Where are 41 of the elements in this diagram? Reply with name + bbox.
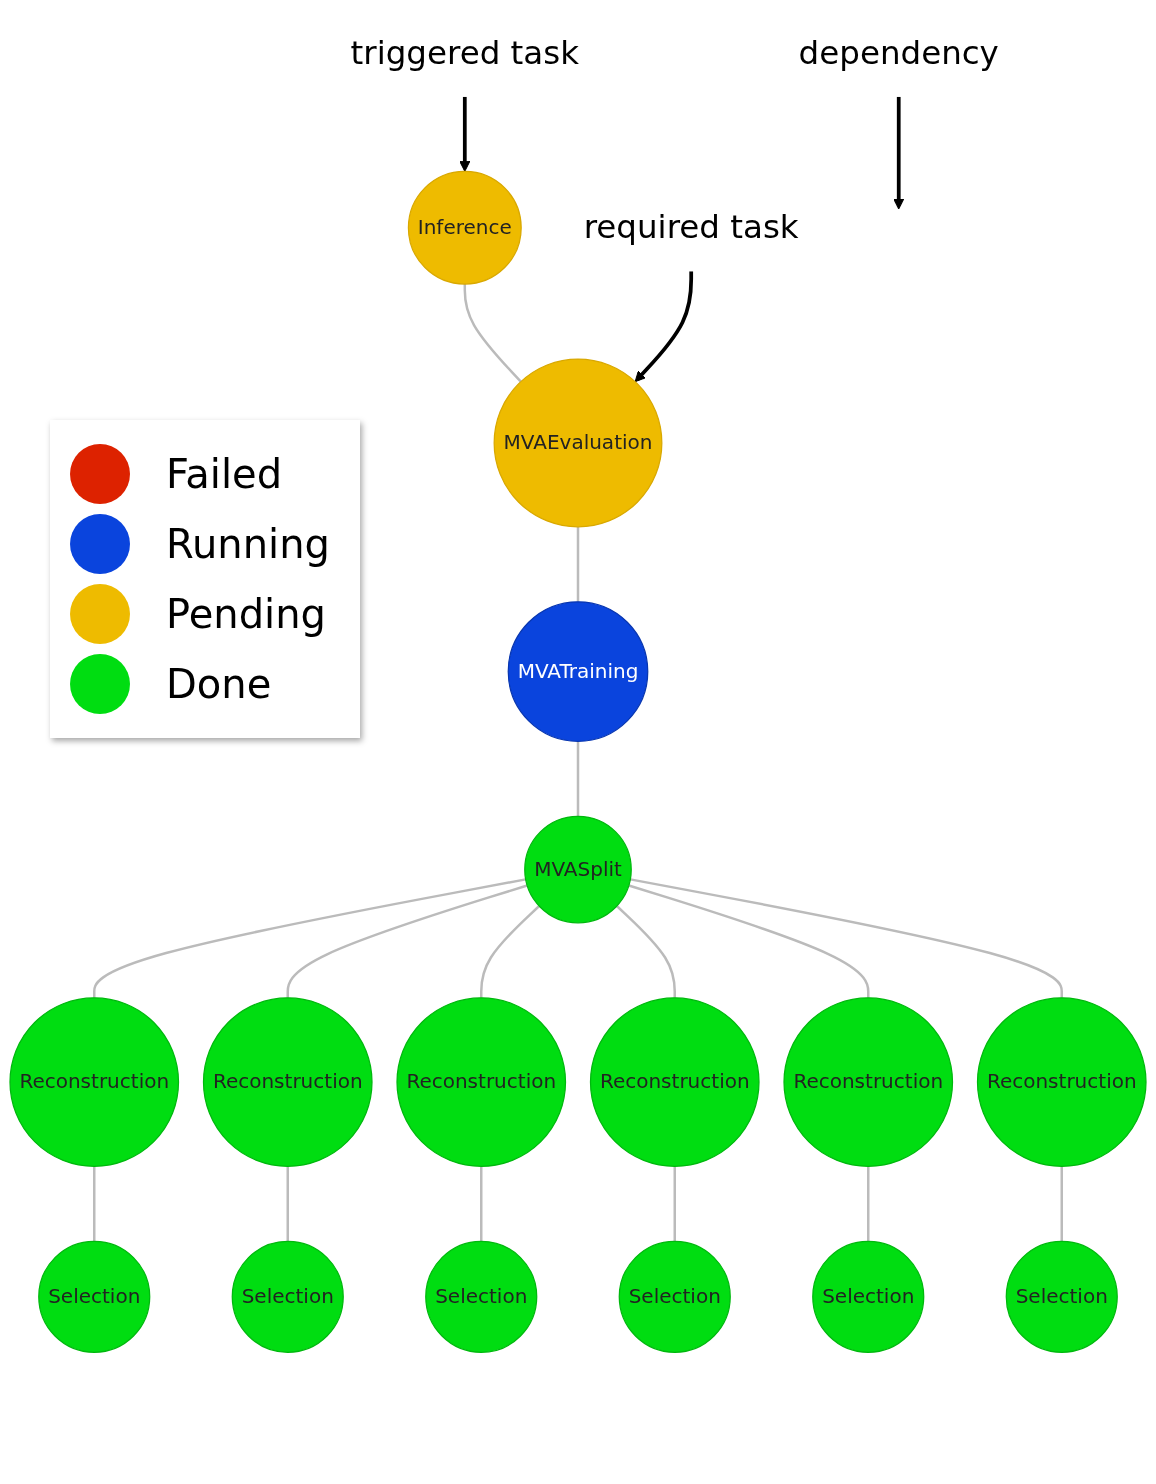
arrow xyxy=(634,270,694,383)
connector xyxy=(286,1166,289,1242)
connector xyxy=(480,905,541,998)
node-circle: Selection xyxy=(812,1240,925,1353)
arrow xyxy=(893,96,905,210)
connector xyxy=(93,1166,96,1242)
connector xyxy=(867,1166,870,1242)
node-circle: Selection xyxy=(618,1240,731,1353)
connector xyxy=(576,741,580,817)
connector xyxy=(93,878,526,998)
connector xyxy=(630,878,1063,998)
node-circle: Inference xyxy=(407,170,522,285)
node-text: dependency xyxy=(798,33,999,72)
node-circle: Reconstruction xyxy=(9,997,180,1167)
connector xyxy=(480,1166,483,1242)
node-circle: Reconstruction xyxy=(396,997,567,1167)
legend-label: Pending xyxy=(166,591,326,637)
node-circle: Reconstruction xyxy=(589,997,760,1167)
connector xyxy=(286,884,528,998)
connector xyxy=(1060,1166,1063,1242)
legend-label: Failed xyxy=(166,451,283,497)
node-circle: MVASplit xyxy=(524,815,632,924)
node-circle: Selection xyxy=(231,1240,344,1353)
node-circle: Reconstruction xyxy=(783,997,954,1167)
node-circle: Selection xyxy=(1005,1240,1118,1353)
connector xyxy=(628,884,870,998)
legend-label: Done xyxy=(166,661,272,707)
legend-label: Running xyxy=(166,521,330,567)
arrow xyxy=(459,96,471,172)
connector xyxy=(463,284,522,383)
node-circle: Selection xyxy=(425,1240,538,1353)
node-circle: Selection xyxy=(38,1240,151,1353)
connector xyxy=(673,1166,676,1242)
node-text: triggered task xyxy=(350,33,580,72)
node-circle: MVATraining xyxy=(507,601,649,742)
node-circle: Reconstruction xyxy=(202,997,373,1167)
node-text: required task xyxy=(583,208,799,246)
connector xyxy=(576,526,580,602)
node-circle: MVAEvaluation xyxy=(493,358,663,528)
connector xyxy=(615,905,676,998)
node-circle: Reconstruction xyxy=(976,997,1147,1167)
